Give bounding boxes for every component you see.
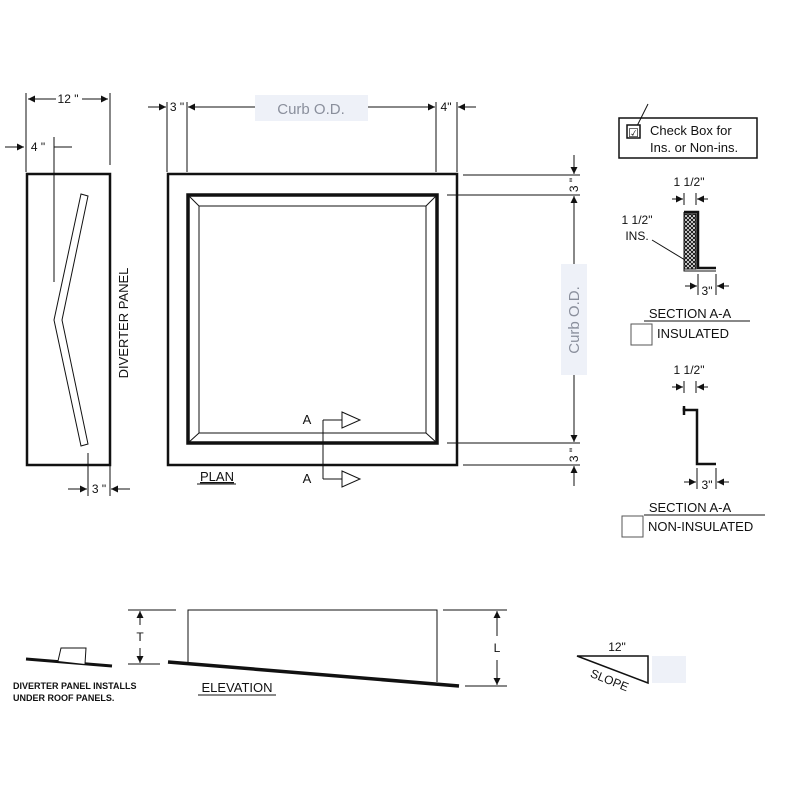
corner-line xyxy=(425,194,438,207)
diverter-note-line1: DIVERTER PANEL INSTALLS xyxy=(13,681,137,691)
diverter-panel-label: DIVERTER PANEL xyxy=(116,268,131,379)
diverter-width-dim: 12 " xyxy=(58,92,79,106)
section-a-a-title: SECTION A-A xyxy=(649,500,732,515)
section-a-a-title: SECTION A-A xyxy=(649,306,732,321)
roof-line-detail xyxy=(25,657,113,668)
insulated-option-label: INSULATED xyxy=(657,326,729,341)
curb-od-width-field[interactable] xyxy=(255,95,368,121)
curb-profile-non-insulated xyxy=(682,408,716,466)
slope-run-dim: 12" xyxy=(608,640,626,654)
section-non-insulated: 1 1/2" 3" SECTION A-A NON-INSULATED xyxy=(621,363,765,538)
plan-left-dim: 3 " xyxy=(170,100,184,114)
curb-elevation-outline xyxy=(187,609,438,682)
height-t-dim: T xyxy=(136,630,144,644)
insulated-top-dim: 1 1/2" xyxy=(674,175,705,189)
section-arrow-top xyxy=(341,411,362,429)
diverter-panel-outline xyxy=(25,172,112,467)
curb-opening xyxy=(198,205,427,434)
corner-line xyxy=(187,432,200,444)
check-box-note: ☑ Check Box for Ins. or Non-ins. xyxy=(618,103,758,159)
example-check-box xyxy=(626,124,641,139)
non-insulated-top-dim: 1 1/2" xyxy=(674,363,705,377)
diverter-detail xyxy=(57,647,87,665)
height-l-dim: L xyxy=(494,641,501,655)
elevation-label: ELEVATION xyxy=(201,680,272,695)
insulated-bottom-dim: 3" xyxy=(702,284,713,298)
check-mark-icon: ☑ xyxy=(628,126,639,140)
diverter-note-line2: UNDER ROOF PANELS. xyxy=(13,693,114,703)
plan-label: PLAN xyxy=(200,469,234,484)
check-box-note-frame xyxy=(618,117,758,159)
plan-top-right-dim: 3 " xyxy=(567,178,581,192)
diverter-blade xyxy=(53,193,89,447)
corner-line xyxy=(187,194,200,207)
check-box-note-line2: Ins. or Non-ins. xyxy=(650,140,738,155)
section-arrow-bottom xyxy=(341,470,362,488)
curb-od-length-label: Curb O.D. xyxy=(566,286,583,354)
slope-triangle xyxy=(576,655,649,685)
section-marker-bottom: A xyxy=(303,471,312,486)
section-marker-top: A xyxy=(303,412,312,427)
plan-right-dim: 4" xyxy=(441,100,452,114)
leader-line xyxy=(635,103,649,129)
insulation-hatch xyxy=(683,213,697,270)
slope-rise-field[interactable] xyxy=(652,656,686,683)
slope-indicator: 12" SLOPE xyxy=(576,640,686,694)
curb-inner-outline xyxy=(186,193,439,445)
curb-profile-liner xyxy=(683,212,716,272)
diverter-panel-view: 12 " 4 " 3 " DIVERTER PANEL xyxy=(5,92,131,496)
insulation-thickness: 1 1/2" xyxy=(622,213,653,227)
diverter-bottom-dim: 3 " xyxy=(92,482,106,496)
curb-outer-outline xyxy=(166,172,459,467)
elevation-view: DIVERTER PANEL INSTALLS UNDER ROOF PANEL… xyxy=(13,609,507,703)
corner-line xyxy=(425,432,438,444)
curb-od-width-label: Curb O.D. xyxy=(277,101,345,118)
curb-profile-insulated xyxy=(684,210,716,270)
plan-bottom-right-dim: 3 " xyxy=(567,448,581,462)
leader-line xyxy=(651,239,686,261)
curb-od-length-field[interactable] xyxy=(561,264,587,375)
section-insulated: 1 1/2" 1 1/2" INS. 3" SECTION A-A INSULA… xyxy=(622,175,750,346)
insulation-label: INS. xyxy=(625,229,648,243)
check-box-note-line1: Check Box for xyxy=(650,123,732,138)
non-insulated-checkbox[interactable] xyxy=(621,515,644,538)
non-insulated-option-label: NON-INSULATED xyxy=(648,519,753,534)
roof-slope-line xyxy=(167,660,460,688)
plan-view: 3 " 4" Curb O.D. A A PLAN 3 " 3 " xyxy=(148,95,587,488)
diverter-offset-dim: 4 " xyxy=(31,140,45,154)
insulated-checkbox[interactable] xyxy=(630,323,653,346)
non-insulated-bottom-dim: 3" xyxy=(702,478,713,492)
